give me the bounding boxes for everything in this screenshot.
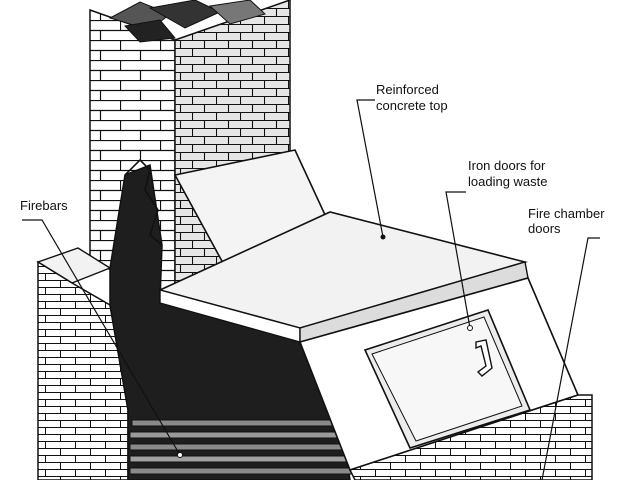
right-brick-base (348, 394, 593, 480)
leader-firebars (22, 219, 181, 456)
label-fire-chamber-2: doors (528, 221, 561, 236)
leader-iron-doors (445, 191, 471, 329)
leader-lines (22, 99, 600, 480)
door-handle-icon (475, 339, 493, 377)
leader-reinforced-top (356, 99, 384, 238)
leader-fire-chamber (541, 237, 600, 480)
label-iron-doors-2: loading waste (468, 174, 548, 189)
leader-dot-firebars (177, 452, 183, 458)
firebar (129, 431, 349, 439)
firebar (129, 455, 357, 463)
firebar (131, 419, 345, 427)
label-reinforced-top-1: Reinforced (376, 82, 439, 97)
firebar (129, 443, 353, 451)
label-fire-chamber-1: Fire chamber (528, 206, 605, 221)
chimney-smoke-icon (108, 0, 266, 43)
cutaway-broken-edge (124, 158, 163, 246)
label-iron-doors-1: Iron doors for (468, 158, 546, 173)
leader-dot-reinforced (380, 234, 386, 240)
iron-loading-door (363, 309, 532, 449)
concrete-top (157, 211, 529, 343)
label-reinforced-top-2: concrete top (376, 98, 448, 113)
leader-dot-iron-doors (467, 325, 473, 331)
label-firebars: Firebars (20, 198, 68, 213)
firebar (129, 467, 361, 475)
